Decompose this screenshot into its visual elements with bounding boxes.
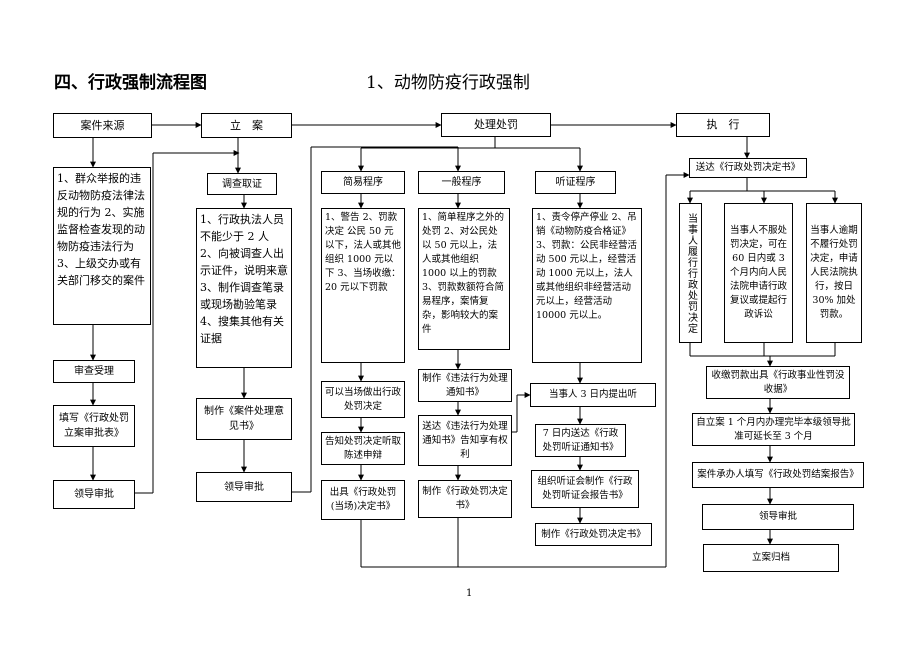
general-decision-box: 制作《行政处罚决定书》 [418, 480, 512, 518]
leader-approval-box-1: 领导审批 [53, 480, 135, 509]
investigate-box: 调查取证 [207, 173, 277, 195]
case-source-box: 案件来源 [53, 113, 152, 138]
deliver-decision-box: 送达《行政处罚决定书》 [689, 158, 807, 178]
flowchart-subtitle: 1、动物防疫行政强制 [366, 73, 530, 93]
complaint-sources-box: 1、群众举报的违反动物防疫法律法规的行为 2、实施监督检查发现的动物防疫违法行为… [53, 167, 151, 325]
party-overdue-box: 当事人逾期不履行处罚决定，申请人民法院执行，按日 30% 加处罚款。 [806, 203, 862, 343]
simple-issue-decision-box: 出具《行政处罚(当场)决定书》 [321, 480, 405, 520]
general-notice-box: 制作《违法行为处理通知书》 [418, 369, 512, 402]
party-comply-box: 当事人履行行政处罚决定 [679, 203, 702, 343]
party-dispute-box: 当事人不服处罚决定，可在 60 日内或 3 个月内向人民法院申请行政复议或提起行… [724, 203, 793, 343]
make-opinion-box: 制作《案件处理意见书》 [196, 398, 292, 440]
hearing-notice-box: 7 日内送达《行政处罚听证通知书》 [535, 424, 626, 457]
investigate-rules-box: 1、行政执法人员不能少于 2 人 2、向被调查人出示证件，说明来意 3、制作调查… [196, 208, 292, 368]
review-accept-box: 审查受理 [53, 360, 135, 383]
section-title: 四、行政强制流程图 [54, 73, 207, 93]
close-deadline-box: 自立案 1 个月内办理完毕本级领导批准可延长至 3 个月 [692, 413, 855, 446]
simple-inform-box: 告知处罚决定听取陈述申辩 [321, 432, 405, 465]
execute-box: 执 行 [676, 113, 770, 137]
archive-box: 立案归档 [703, 544, 839, 572]
final-report-box: 案件承办人填写《行政处罚结案报告》 [692, 462, 864, 488]
register-box: 立 案 [201, 113, 292, 138]
general-procedure-desc-box: 1、简单程序之外的处罚 2、对公民处以 50 元以上，法人或其他组织 1000 … [418, 208, 510, 350]
hearing-procedure-desc-box: 1、责令停产停业 2、吊销《动物防疫合格证》3、罚款：公民非经营活动 500 元… [532, 208, 642, 363]
hearing-request-box: 当事人 3 日内提出听 [530, 383, 656, 407]
collect-fine-box: 收缴罚款出具《行政事业性罚没收据》 [706, 366, 850, 399]
hearing-procedure-box: 听证程序 [535, 171, 616, 194]
hearing-report-box: 组织听证会制作《行政处罚听证会报告书》 [531, 470, 639, 508]
leader-approval-box-3: 领导审批 [702, 504, 854, 530]
general-procedure-box: 一般程序 [418, 171, 505, 194]
fill-approval-form-box: 填写《行政处罚立案审批表》 [53, 405, 135, 447]
simple-spot-decision-box: 可以当场做出行政处罚决定 [321, 381, 405, 418]
hearing-decision-box: 制作《行政处罚决定书》 [535, 523, 652, 546]
simple-procedure-box: 简易程序 [321, 171, 405, 194]
handle-punish-box: 处理处罚 [441, 113, 551, 137]
leader-approval-box-2: 领导审批 [196, 472, 292, 502]
page-number: 1 [466, 588, 473, 599]
general-deliver-notice-box: 送达《违法行为处理通知书》告知享有权利 [418, 415, 512, 466]
simple-procedure-desc-box: 1、警告 2、罚款决定 公民 50 元以下，法人或其他组织 1000 元以下 3… [321, 208, 405, 363]
